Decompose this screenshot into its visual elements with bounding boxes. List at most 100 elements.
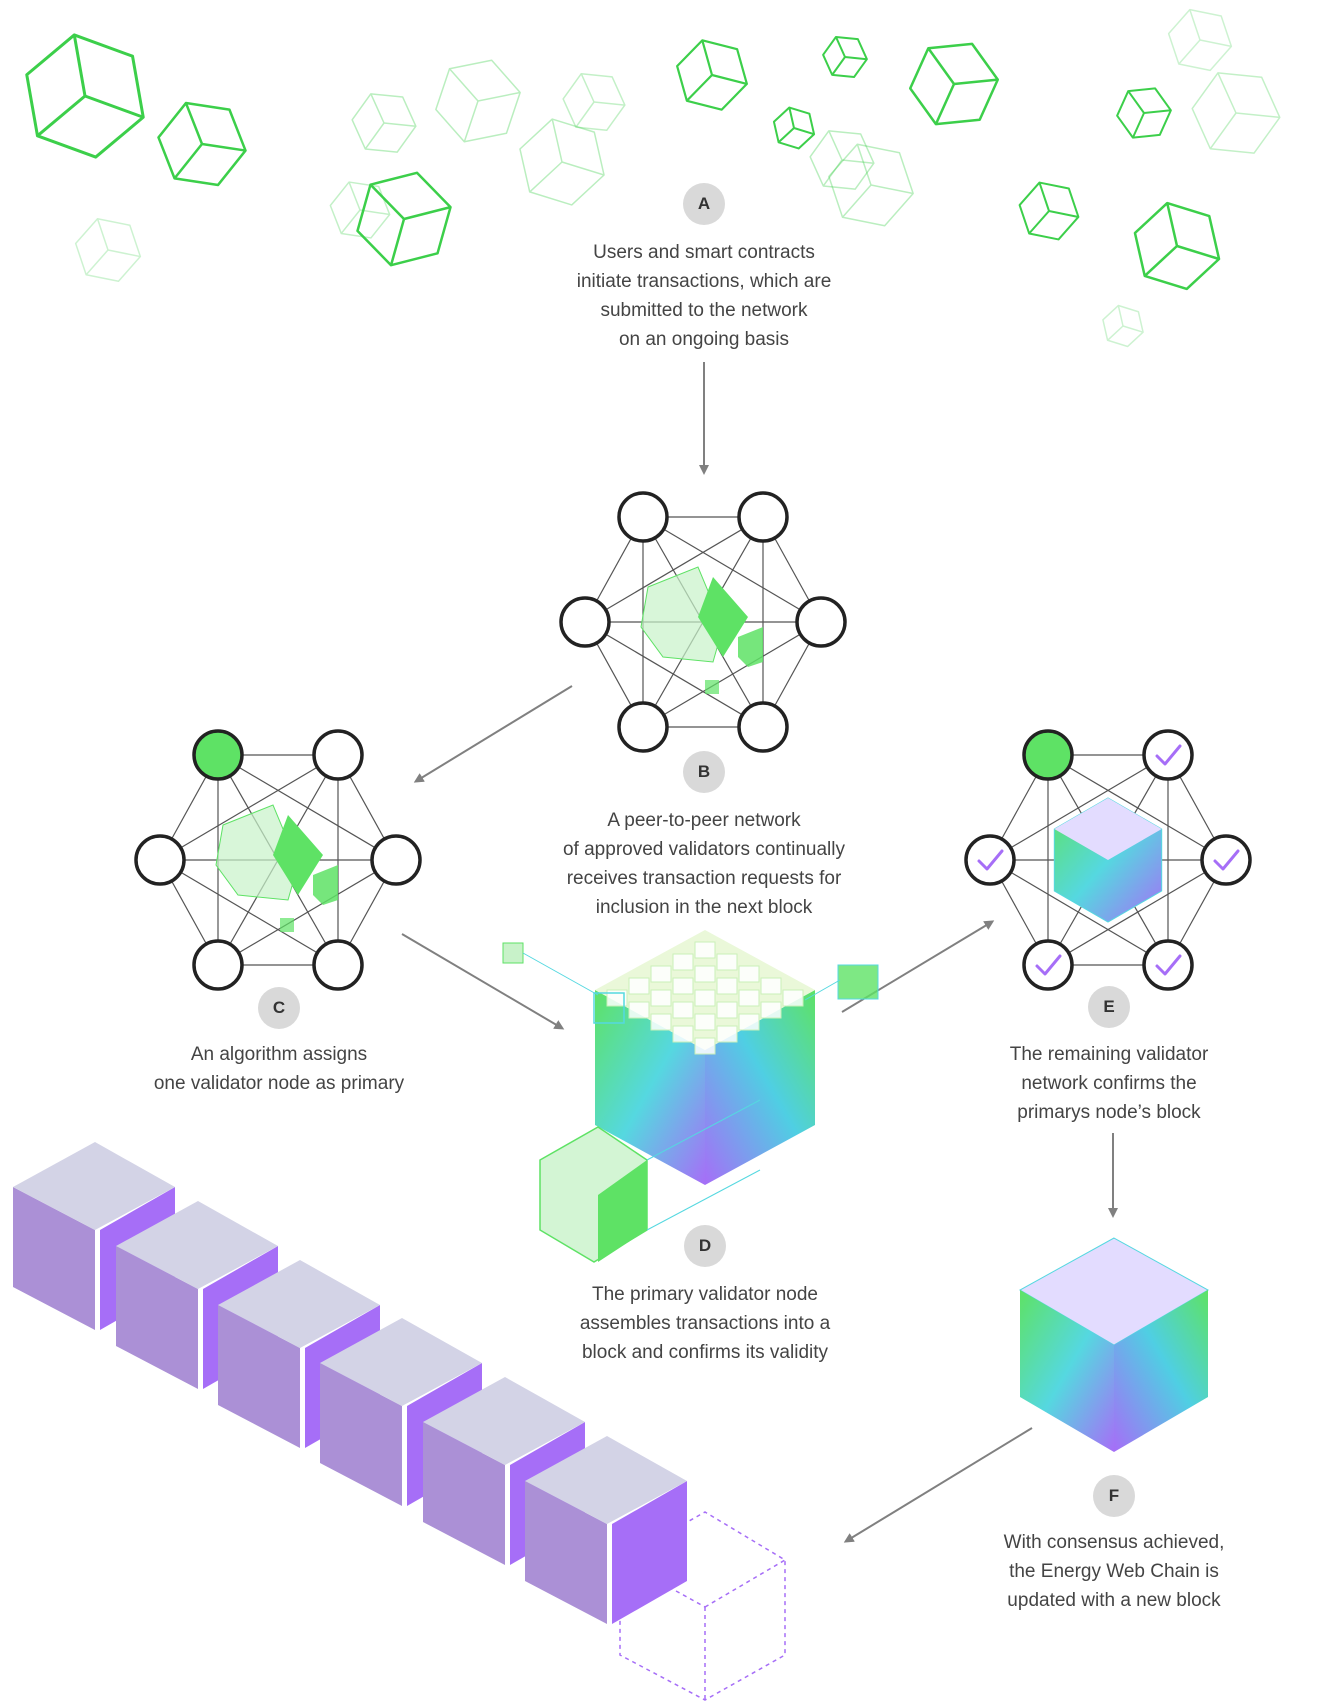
flow-arrows [401,362,1118,1543]
validator-node [617,491,669,543]
validator-node [795,596,847,648]
primary-node-icon [192,729,244,781]
transaction-cell [650,989,672,1007]
flow-arrow [843,1427,1033,1543]
step-f-caption: With consensus achieved, the Energy Web … [1004,1528,1225,1615]
transaction-block [598,1160,647,1262]
validator-node [134,834,186,886]
validator-node [370,834,422,886]
transaction-cell [606,989,628,1007]
wireframe-cube-icon [351,93,417,153]
transaction-cell [650,965,672,983]
validator-node [617,701,669,753]
transaction-cell [782,989,804,1007]
wireframe-cube-icon [1133,201,1221,291]
transaction-cell [694,941,716,959]
transaction-cell [672,977,694,995]
wireframe-cube-icon [822,35,868,79]
step-f-line: With consensus achieved, [1003,1532,1225,1553]
blockchain-icon [525,1436,687,1624]
step-b-line: of approved validators continually [562,839,846,860]
transaction-block [273,815,323,895]
step-b-line: inclusion in the next block [595,897,813,918]
checkmark-node-icon [1035,954,1062,976]
assembled-block-illustration [502,930,879,1263]
transaction-cluster [640,566,724,663]
wireframe-cube-icon [519,118,605,206]
transaction-cell [738,965,760,983]
step-a-badge: A [683,183,725,225]
step-f-badge: F [1093,1475,1135,1517]
transaction-cell [694,965,716,983]
wireframe-cube-icon [676,39,748,111]
dashed-block-icon [619,1511,786,1701]
checkmark-node-icon [977,849,1004,871]
transaction-cell [738,1013,760,1031]
transaction-block [313,865,338,905]
wireframe-cube-icon [329,181,391,239]
transaction-cluster [215,804,299,901]
wireframe-cube-icon [772,106,816,150]
step-a-caption: Users and smart contracts initiate trans… [577,238,832,354]
wireframe-cube-icon [25,33,145,159]
transaction-cell [716,953,738,971]
validator-network-icon [134,729,422,991]
step-b-caption: A peer-to-peer network of approved valid… [563,806,845,922]
wireframe-cube-icon [562,72,626,132]
validator-node [312,729,364,781]
validator-node [1142,729,1194,781]
transaction-cell [694,989,716,1007]
step-b-line: A peer-to-peer network [607,810,801,831]
floating-transaction-blocks [25,8,1281,348]
wireframe-cube-icon [809,130,875,190]
transaction-cell [738,989,760,1007]
step-b-badge: B [683,751,725,793]
checkmark-node-icon [1155,954,1182,976]
step-a-line: initiate transactions, which are [576,271,832,292]
wireframe-cube-icon [74,217,142,283]
new-block-illustration [1018,1237,1210,1452]
validator-node [192,939,244,991]
primary-node-icon [1022,729,1074,781]
validator-network-icon [559,491,847,753]
flow-arrow [413,685,573,783]
step-a-line: Users and smart contracts [593,242,815,263]
transaction-cell [694,1013,716,1031]
block-face [1114,1290,1208,1452]
validator-node [737,491,789,543]
transaction-block [502,942,524,964]
step-c-line: An algorithm assigns [190,1044,368,1065]
step-f-line: the Energy Web Chain is [1009,1561,1219,1582]
transaction-block [698,577,748,657]
validator-networks [134,491,1252,991]
wireframe-cube-icon [1116,87,1172,139]
step-f-line: updated with a new block [1007,1590,1221,1611]
wireframe-cube-icon [435,59,521,143]
transaction-cell [760,1001,782,1019]
transaction-cell [672,1001,694,1019]
step-e-caption: The remaining validator network confirms… [1010,1040,1209,1127]
transaction-cell [650,1013,672,1031]
transaction-block [738,627,763,667]
validator-node [737,701,789,753]
step-d-line: The primary validator node [591,1284,818,1305]
wireframe-cube-icon [828,143,914,227]
step-d-caption: The primary validator node assembles tra… [580,1280,830,1367]
transaction-block [837,964,879,1000]
step-c-caption: An algorithm assigns one validator node … [154,1040,404,1098]
step-e-line: primarys node’s block [1017,1102,1201,1123]
step-c-badge: C [258,987,300,1029]
step-c-line: one validator node as primary [153,1073,405,1094]
step-a-line: submitted to the network [600,300,808,321]
flow-arrow [401,933,565,1030]
step-b-line: receives transaction requests for [566,868,842,889]
wireframe-cube-icon [157,101,247,187]
step-e-line: The remaining validator [1009,1044,1209,1065]
checkmark-node-icon [1155,744,1182,766]
wireframe-cube-icon [1167,8,1233,72]
step-d-line: block and confirms its validity [581,1342,829,1363]
transaction-cell [694,1037,716,1055]
transaction-cell [716,1001,738,1019]
step-a-line: on an ongoing basis [618,329,790,350]
